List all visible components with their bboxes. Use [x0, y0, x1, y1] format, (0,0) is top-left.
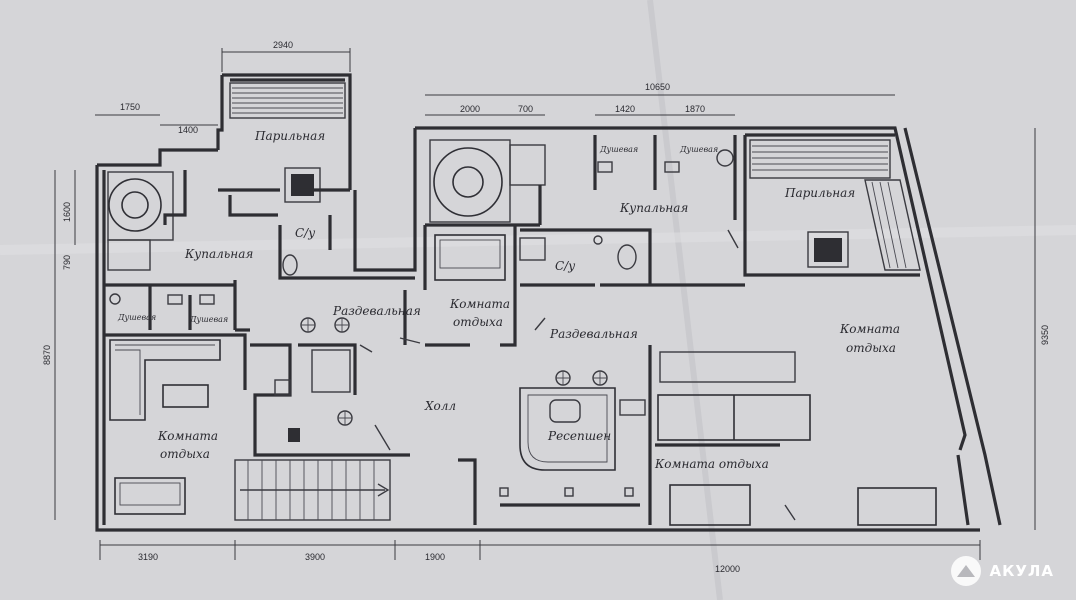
sauna-stove-icon: [814, 238, 842, 262]
bath-right-label: Купальная: [619, 201, 688, 215]
steam-left-label: Парильная: [254, 129, 325, 143]
hall: Холл: [234, 343, 477, 525]
dim-left-total: 8870: [42, 345, 52, 365]
dim-bottom-3190: 3190: [138, 552, 158, 562]
wc-center-label: С/у: [555, 259, 575, 273]
shower-2-label: Душевая: [189, 315, 228, 324]
staircase: [234, 459, 391, 521]
dim-left-1600: 1600: [62, 202, 72, 222]
dim-bottom-12000: 12000: [715, 564, 740, 574]
equipment-marks: [274, 379, 646, 497]
shower-mixer-icon: [167, 294, 183, 305]
toilet-icon: [282, 254, 298, 276]
shower-1-label: Душевая: [117, 313, 156, 322]
dim-bottom-1900: 1900: [425, 552, 445, 562]
toilet-icon: [617, 244, 637, 270]
brand-name: АКУЛА: [989, 562, 1054, 580]
dim-top-mid: 1400: [178, 125, 198, 135]
wc-left: С/у: [278, 215, 332, 280]
sauna-stove-icon: [291, 174, 314, 196]
shark-fin-icon: [951, 556, 982, 586]
dim-right-total: 9350: [1040, 325, 1050, 345]
bath-center-top: [425, 139, 546, 227]
dim-seg-1870: 1870: [685, 104, 705, 114]
rest-right-label-1: Комната: [839, 322, 900, 336]
steam-right-label: Парильная: [784, 186, 855, 200]
outer-walls: [95, 73, 1002, 532]
rest-center-label-2: отдыха: [453, 315, 503, 329]
rest-left: Комната отдыха: [104, 333, 247, 515]
reception-label: Ресепшен: [547, 429, 611, 443]
hall-label: Холл: [424, 399, 456, 413]
brand-watermark: АКУЛА: [951, 556, 1054, 586]
rest-bottom-label: Комната отдыха: [654, 457, 769, 471]
doors: [359, 229, 796, 521]
dim-top-left: 1750: [120, 102, 140, 112]
shower-mixer-icon: [664, 161, 680, 173]
shower-head-icon: [716, 149, 734, 167]
dim-top-steam: 2940: [273, 40, 293, 50]
bath-left: Купальная: [107, 170, 253, 271]
rest-center-label-1: Комната: [449, 297, 510, 311]
shower-4-label: Душевая: [679, 145, 718, 154]
showers-left: Душевая Душевая: [104, 280, 237, 330]
dim-seg-1420: 1420: [615, 104, 635, 114]
dressing-left-label: Раздевальная: [332, 304, 421, 318]
rest-right-label-2: отдыха: [846, 341, 896, 355]
dressing-center-label: Раздевальная: [549, 327, 638, 341]
dim-left-790: 790: [62, 255, 72, 270]
dressing-areas: Раздевальная Раздевальная: [235, 276, 745, 426]
dim-seg-700: 700: [518, 104, 533, 114]
rest-left-label-2: отдыха: [160, 447, 210, 461]
rest-left-label-1: Комната: [157, 429, 218, 443]
dim-bottom-3900: 3900: [305, 552, 325, 562]
bath-right: Душевая Душевая Купальная: [593, 135, 737, 220]
dimension-lines: 2940 1750 1400 10650 2000 700 1420 1870 …: [42, 40, 1050, 574]
dim-overall-top: 10650: [645, 82, 670, 92]
shower-head-icon: [109, 293, 121, 305]
rest-right: Комната отдыха Комната отдыха: [648, 322, 937, 526]
shower-mixer-icon: [199, 294, 215, 305]
shower-3-label: Душевая: [599, 145, 638, 154]
shower-mixer-icon: [597, 161, 613, 173]
steam-room-right: Парильная: [743, 133, 921, 277]
steam-room-left: Парильная: [218, 82, 350, 217]
reception: Ресепшен: [500, 387, 640, 507]
bath-left-label: Купальная: [184, 247, 253, 261]
fan-icons: [300, 317, 608, 426]
wc-center: С/у: [519, 228, 652, 287]
wc-left-label: С/у: [295, 226, 315, 240]
dim-seg-2000: 2000: [460, 104, 480, 114]
rest-center: Комната отдыха: [423, 225, 517, 347]
